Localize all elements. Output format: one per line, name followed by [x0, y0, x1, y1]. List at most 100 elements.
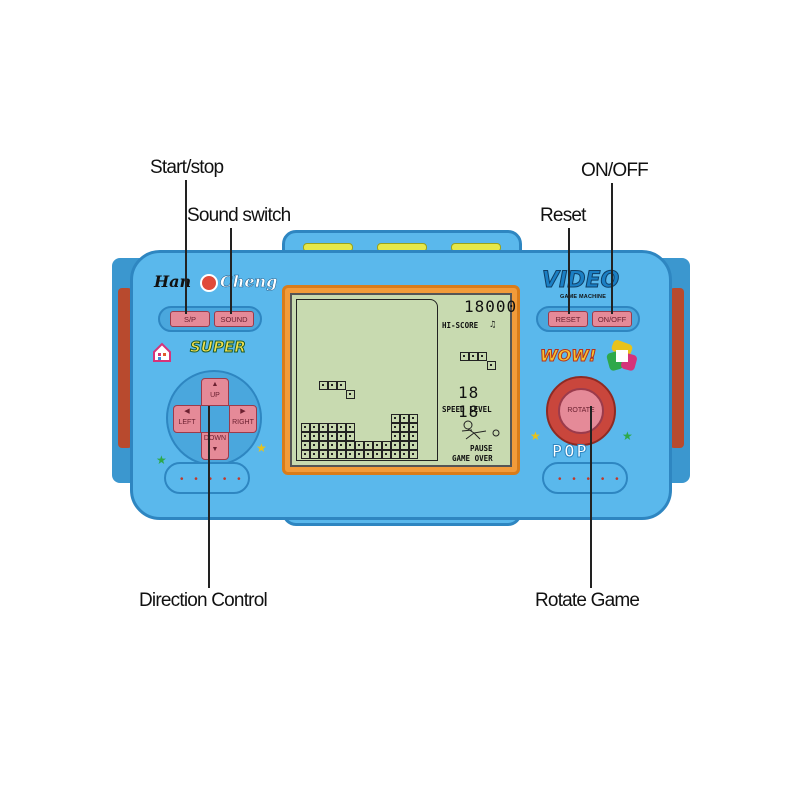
game-over-label: GAME OVER — [452, 454, 493, 463]
stack-cell — [373, 450, 382, 459]
stack-cell — [301, 441, 310, 450]
next-piece-cell — [478, 352, 487, 361]
sound-switch-leader — [230, 228, 232, 314]
brand-cheng: Cheng — [220, 272, 278, 292]
stack-cell — [400, 432, 409, 441]
rotate-game-leader — [590, 406, 592, 588]
wow-logo: WOW! — [539, 346, 597, 366]
start-stop-leader — [185, 180, 187, 314]
stack-cell — [319, 450, 328, 459]
star-icon: ★ — [530, 429, 541, 443]
stack-cell — [319, 432, 328, 441]
house-icon — [152, 342, 172, 362]
stack-cell — [409, 423, 418, 432]
stack-cell — [337, 432, 346, 441]
falling-piece-cell — [337, 381, 346, 390]
video-logo: VIDEO — [541, 268, 620, 294]
stack-cell — [355, 441, 364, 450]
rotate-button[interactable]: ROTATE — [558, 388, 604, 434]
brand-han: Han — [154, 272, 192, 291]
start-sound-button-group: S/P SOUND — [158, 306, 262, 332]
stack-cell — [301, 423, 310, 432]
rotate-button-ring: ROTATE — [546, 376, 616, 446]
falling-piece-cell — [328, 381, 337, 390]
stack-cell — [346, 432, 355, 441]
stack-cell — [310, 423, 319, 432]
stack-cell — [391, 414, 400, 423]
brand-logo-icon — [200, 274, 218, 292]
stack-cell — [409, 441, 418, 450]
stack-cell — [409, 450, 418, 459]
stack-cell — [310, 432, 319, 441]
stack-cell — [391, 450, 400, 459]
screen-bezel: 18000 HI-SCORE ♫ 18 18 SPEED LEVEL PAUSE… — [282, 285, 520, 475]
star-icon: ★ — [256, 441, 267, 455]
dpad-left-button[interactable]: ◀LEFT — [173, 405, 201, 433]
dpad-up-button[interactable]: ▲UP — [201, 378, 229, 406]
stack-cell — [337, 423, 346, 432]
left-speaker-grille: • • • • • — [164, 462, 250, 494]
lcd-screen: 18000 HI-SCORE ♫ 18 18 SPEED LEVEL PAUSE… — [290, 293, 516, 467]
sound-button[interactable]: SOUND — [214, 311, 254, 327]
stack-cell — [328, 450, 337, 459]
stack-cell — [319, 423, 328, 432]
stack-cell — [301, 450, 310, 459]
direction-control-leader — [208, 406, 210, 588]
stack-cell — [382, 441, 391, 450]
handheld-console: Han Cheng S/P SOUND SUPER ▲UP ◀LEFT ▶RIG… — [112, 230, 690, 526]
on-off-callout: ON/OFF — [581, 160, 649, 181]
stack-cell — [391, 432, 400, 441]
reset-callout: Reset — [540, 205, 586, 226]
stack-cell — [391, 423, 400, 432]
on-off-leader — [611, 183, 613, 314]
stack-cell — [400, 423, 409, 432]
stack-cell — [346, 450, 355, 459]
stack-cell — [382, 450, 391, 459]
cube-logo-icon — [604, 338, 640, 374]
stack-cell — [400, 450, 409, 459]
speed-level-display: 18 18 — [458, 383, 480, 421]
start-stop-button[interactable]: S/P — [170, 311, 210, 327]
star-icon: ★ — [622, 429, 633, 443]
stack-cell — [409, 432, 418, 441]
right-speaker-grille: • • • • • — [542, 462, 628, 494]
stack-cell — [328, 441, 337, 450]
stack-cell — [364, 450, 373, 459]
direction-control-callout: Direction Control — [139, 590, 268, 611]
next-piece-cell — [460, 352, 469, 361]
stack-cell — [355, 450, 364, 459]
stack-cell — [310, 450, 319, 459]
stack-cell — [310, 441, 319, 450]
falling-piece-cell — [346, 390, 355, 399]
hi-score-label: HI-SCORE — [442, 321, 479, 330]
tetris-playfield — [296, 299, 438, 461]
dpad-right-button[interactable]: ▶RIGHT — [229, 405, 257, 433]
reset-leader — [568, 228, 570, 314]
stack-cell — [346, 423, 355, 432]
left-grip-stripe — [118, 288, 132, 448]
stack-cell — [364, 441, 373, 450]
super-logo: SUPER — [190, 338, 247, 357]
runner-figure-icon — [454, 419, 504, 441]
sound-switch-callout: Sound switch — [187, 205, 291, 226]
stack-cell — [373, 441, 382, 450]
stack-cell — [319, 441, 328, 450]
speed-level-label: SPEED LEVEL — [442, 405, 492, 414]
falling-piece-cell — [319, 381, 328, 390]
stack-cell — [400, 414, 409, 423]
stack-cell — [301, 432, 310, 441]
stack-cell — [409, 414, 418, 423]
stack-cell — [337, 450, 346, 459]
video-subtitle: GAME MACHINE — [560, 294, 607, 300]
stack-cell — [328, 423, 337, 432]
next-piece-cell — [487, 361, 496, 370]
dpad-down-button[interactable]: DOWN▼ — [201, 432, 229, 460]
next-piece-cell — [469, 352, 478, 361]
star-icon: ★ — [156, 453, 167, 467]
stack-cell — [391, 441, 400, 450]
score-display: 18000 — [464, 297, 518, 316]
rotate-game-callout: Rotate Game — [535, 590, 640, 611]
pause-label: PAUSE — [470, 444, 493, 453]
stack-cell — [400, 441, 409, 450]
direction-pad: ▲UP ◀LEFT ▶RIGHT DOWN▼ — [166, 370, 262, 466]
